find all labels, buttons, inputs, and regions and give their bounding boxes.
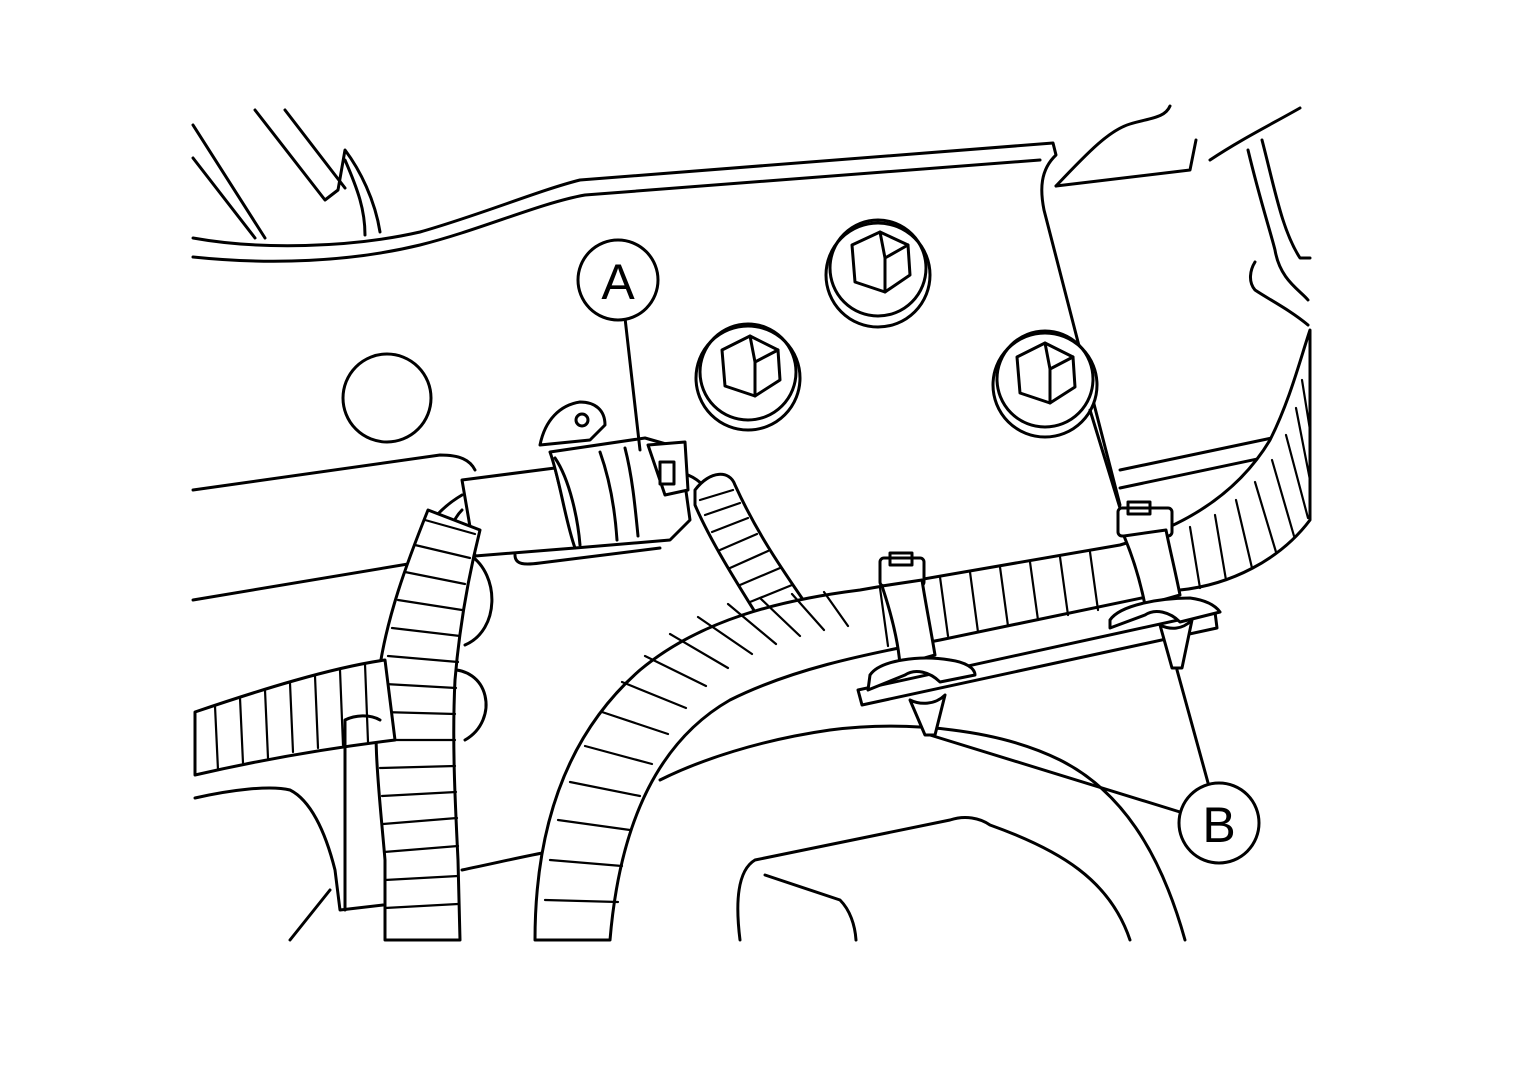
- flange-bolt: [694, 322, 802, 432]
- wire-harness-branch: [693, 472, 812, 622]
- harness-connector: [460, 400, 692, 566]
- body-panel: [191, 104, 1312, 602]
- wire-harness-left: [374, 508, 482, 942]
- harness-clip: [1108, 500, 1222, 670]
- callout-b-label: B: [1202, 797, 1235, 853]
- panel-holes: [341, 352, 494, 742]
- callout-a-label: A: [601, 254, 635, 310]
- flange-bolt: [991, 329, 1099, 439]
- callout-b: B: [1177, 781, 1261, 865]
- wire-harness-lower-left: [193, 658, 397, 777]
- lower-component: [658, 724, 1187, 942]
- callout-a: A: [576, 238, 660, 322]
- lower-bracket: [193, 714, 550, 942]
- leader-lines: [623, 316, 1212, 814]
- flange-bolt: [824, 218, 932, 329]
- harness-clip: [866, 551, 977, 737]
